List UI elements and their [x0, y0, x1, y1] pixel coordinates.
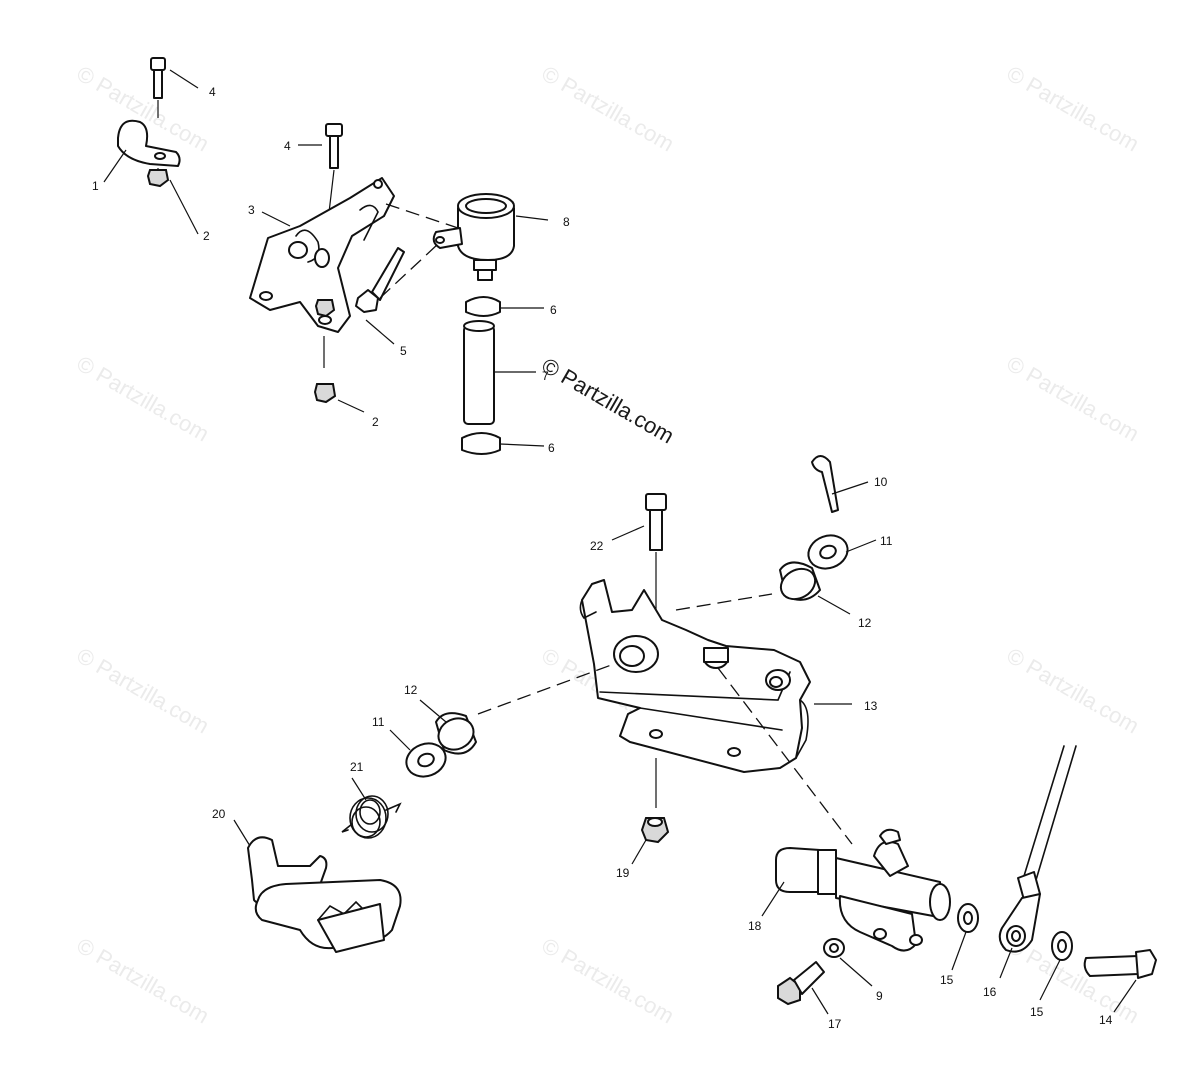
mount-bracket-3 — [249, 177, 395, 368]
callout-1: 1 — [92, 179, 99, 193]
bolt-4-upper — [150, 57, 166, 118]
callout-6-upper: 6 — [550, 303, 557, 317]
callout-2-lower: 2 — [372, 415, 379, 429]
callout-4-lower: 4 — [284, 139, 291, 153]
master-cylinder-18 — [775, 828, 951, 952]
callout-5: 5 — [400, 344, 407, 358]
callout-10: 10 — [874, 475, 888, 489]
callout-11-right: 11 — [880, 534, 893, 548]
callout-16: 16 — [983, 985, 997, 999]
nut-2-upper — [146, 168, 170, 188]
callout-6-lower: 6 — [548, 441, 555, 455]
bolt-17 — [777, 961, 825, 1006]
washer-9 — [823, 938, 845, 958]
spring-21 — [341, 795, 402, 839]
callout-11-left: 11 — [372, 715, 385, 729]
centerline — [717, 667, 853, 845]
washer-15-left — [957, 903, 979, 933]
callout-9: 9 — [876, 989, 883, 1003]
callout-7: 7 — [542, 369, 549, 383]
callout-15-right: 15 — [1030, 1005, 1044, 1019]
callout-8: 8 — [563, 215, 570, 229]
callout-14: 14 — [1099, 1013, 1113, 1027]
washer-15-right — [1051, 931, 1073, 961]
callout-18: 18 — [748, 919, 762, 933]
pedal-bracket-13 — [579, 579, 811, 808]
centerline — [477, 663, 615, 715]
brake-pedal-20 — [247, 836, 402, 953]
hose-clamp-6-lower — [461, 432, 501, 455]
watermark-text: © Partzilla.com — [538, 61, 679, 157]
watermark-text: © Partzilla.com — [73, 933, 214, 1029]
watermark-layer: © Partzilla.com © Partzilla.com © Partzi… — [73, 61, 1144, 1029]
centerline — [675, 593, 773, 611]
watermark-text: © Partzilla.com — [1003, 643, 1144, 739]
callout-12-right: 12 — [858, 616, 872, 630]
cotter-pin-10 — [811, 455, 839, 513]
callout-21: 21 — [350, 760, 364, 774]
callout-22: 22 — [590, 539, 604, 553]
partzilla-watermark: © Partzilla.com — [538, 353, 679, 449]
hose-7 — [463, 320, 495, 425]
bushing-12-right — [779, 561, 821, 601]
nut-19 — [640, 817, 670, 844]
clamp-1 — [117, 119, 181, 167]
brake-reservoir-8 — [432, 193, 515, 281]
callout-20: 20 — [212, 807, 226, 821]
callout-2-upper: 2 — [203, 229, 210, 243]
push-rod-clevis-16 — [998, 745, 1077, 953]
washer-11-right — [807, 534, 849, 570]
callout-12-left: 12 — [404, 683, 418, 697]
bolt-14 — [1083, 949, 1157, 979]
bolt-5 — [355, 247, 405, 313]
callout-4-upper: 4 — [209, 85, 216, 99]
leader-lines — [103, 69, 1137, 1015]
nut-2-lower — [313, 299, 337, 404]
callout-19: 19 — [616, 866, 630, 880]
centerline — [379, 243, 439, 299]
hose-clamp-6-upper — [465, 296, 501, 317]
watermark-text: © Partzilla.com — [73, 351, 214, 447]
callout-15-left: 15 — [940, 973, 954, 987]
centerline — [385, 203, 459, 229]
watermark-text: © Partzilla.com — [73, 643, 214, 739]
watermark-text: © Partzilla.com — [1003, 61, 1144, 157]
callout-3: 3 — [248, 203, 255, 217]
washer-11-left — [405, 742, 447, 778]
watermark-text: © Partzilla.com — [538, 933, 679, 1029]
watermark-text: © Partzilla.com — [1003, 351, 1144, 447]
callout-17: 17 — [828, 1017, 842, 1031]
bushing-12-left — [435, 712, 477, 755]
callout-13: 13 — [864, 699, 878, 713]
